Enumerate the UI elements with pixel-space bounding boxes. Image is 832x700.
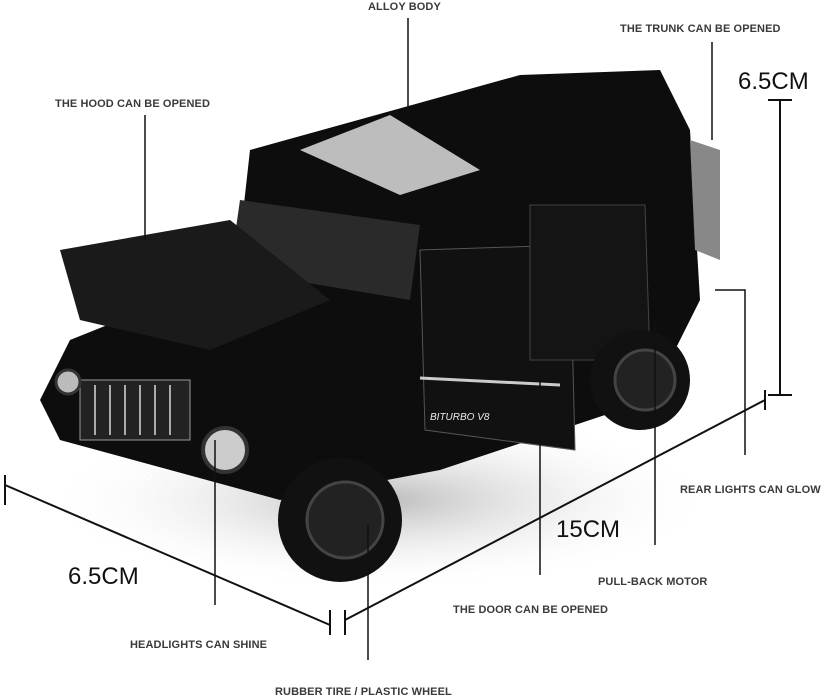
dimension-lines xyxy=(4,99,792,635)
callout-headlights: HEADLIGHTS CAN SHINE xyxy=(130,639,268,651)
callout-hood: THE HOOD CAN BE OPENED xyxy=(55,98,210,110)
callout-alloy-body: ALLOY BODY xyxy=(368,1,441,13)
grille xyxy=(79,379,191,441)
open-hood xyxy=(60,220,330,350)
callout-rear-lights: REAR LIGHTS CAN GLOW xyxy=(680,484,821,496)
open-trunk xyxy=(690,140,720,260)
headlight xyxy=(201,426,249,474)
callout-lines xyxy=(144,18,746,660)
callout-door: THE DOOR CAN BE OPENED xyxy=(453,604,608,616)
plate-text: BUS700 xyxy=(110,471,152,483)
dimension-length: 15CM xyxy=(556,516,621,543)
dimension-height: 6.5CM xyxy=(738,68,809,95)
callout-trunk: THE TRUNK CAN BE OPENED xyxy=(620,23,781,35)
side-badge: BITURBO V8 xyxy=(430,412,490,423)
callout-pull-back-motor: PULL-BACK MOTOR xyxy=(598,576,708,588)
dimension-width: 6.5CM xyxy=(68,563,139,590)
car-body: BUS700 BITURBO V8 xyxy=(40,70,720,582)
callout-tire: RUBBER TIRE / PLASTIC WHEEL xyxy=(275,686,452,698)
headlight-left xyxy=(54,368,82,396)
sunroof xyxy=(300,115,480,195)
